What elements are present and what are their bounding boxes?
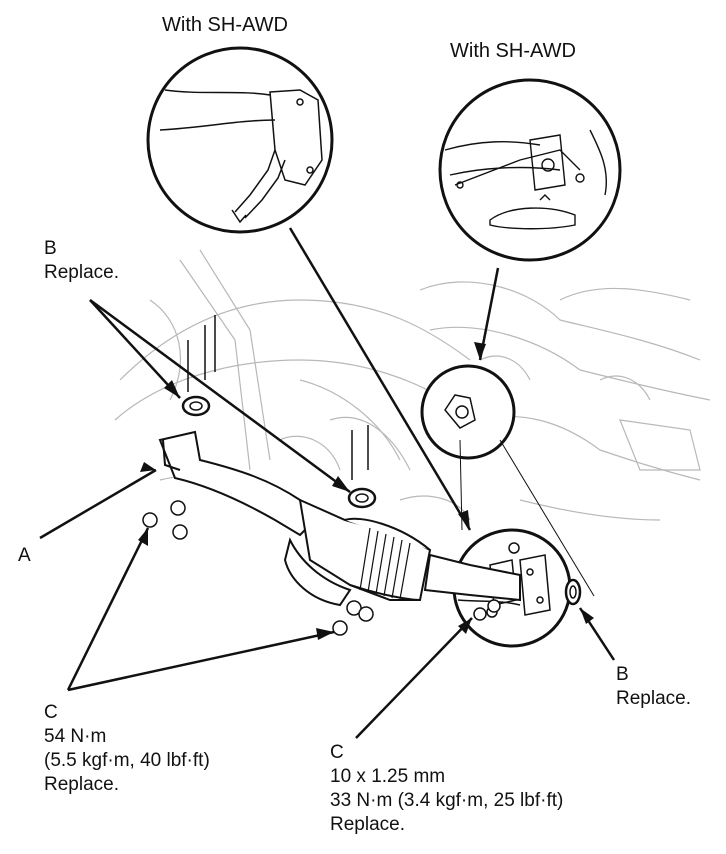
sh-awd-label-right: With SH-AWD — [450, 40, 576, 62]
callout-c-right-letter: C — [330, 742, 344, 763]
thin-pointers — [459, 439, 595, 597]
callout-a-letter: A — [18, 545, 31, 566]
leader-lines — [39, 227, 616, 739]
callout-c-left-letter: C — [44, 702, 58, 723]
callout-b-top-letter: B — [44, 238, 57, 259]
detail-circle-right — [438, 78, 622, 262]
detail-circle-left — [146, 46, 334, 234]
callout-c-right-size: 10 x 1.25 mm — [330, 766, 446, 787]
callout-b-right-letter: B — [616, 664, 629, 685]
callout-c-left-torque-alt: (5.5 kgf·m, 40 lbf·ft) — [44, 750, 210, 771]
callout-b-right-text: Replace. — [616, 688, 691, 709]
callout-c-right-note: Replace. — [330, 814, 405, 835]
front-pipe — [158, 430, 521, 607]
catalytic-converter-ribs — [359, 527, 411, 600]
callout-c-left-torque: 54 N·m — [44, 726, 107, 747]
callout-c-right-torque: 33 N·m (3.4 kgf·m, 25 lbf·ft) — [330, 790, 564, 811]
callout-c-left-note: Replace. — [44, 774, 119, 795]
nuts-flange — [473, 599, 501, 621]
nuts-lower — [332, 600, 374, 636]
nuts-left — [142, 500, 188, 540]
detail-circle-small — [420, 364, 516, 460]
studs — [187, 315, 369, 480]
callout-b-top-text: Replace. — [44, 262, 119, 283]
sh-awd-label-left: With SH-AWD — [162, 14, 288, 36]
leader-arrowheads — [138, 342, 594, 640]
gasket-right — [564, 578, 582, 606]
gasket-upper-left — [181, 395, 211, 417]
gasket-center — [347, 487, 377, 509]
